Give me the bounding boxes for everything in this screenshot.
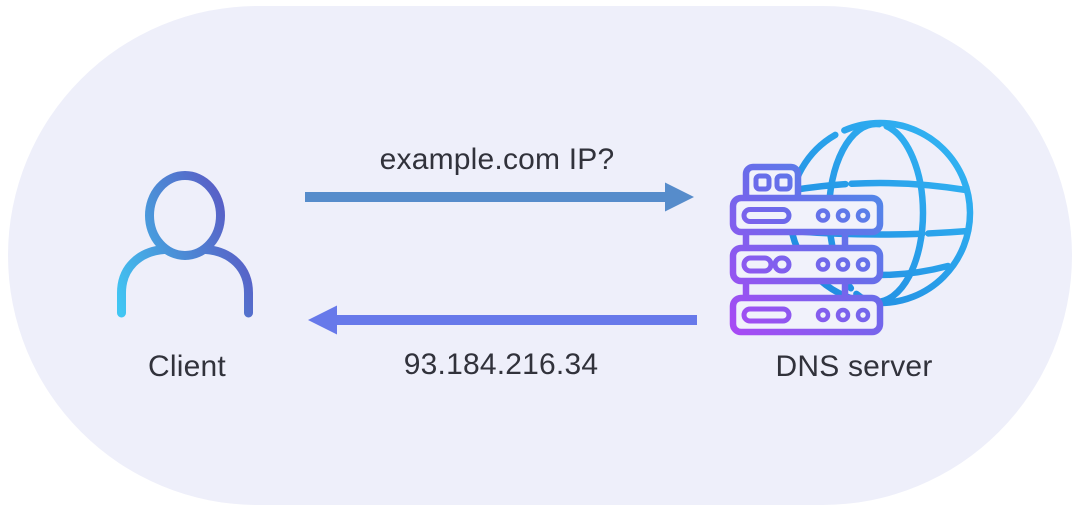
dns-server-icon xyxy=(729,163,884,336)
client-label: Client xyxy=(148,350,226,383)
dns-server-label: DNS server xyxy=(775,350,933,383)
client-icon xyxy=(117,171,253,318)
client-head xyxy=(145,171,225,260)
request-label: example.com IP? xyxy=(379,143,615,176)
request-arrow xyxy=(305,182,694,212)
server-unit xyxy=(729,244,884,285)
response-arrow xyxy=(308,305,697,335)
response-label: 93.184.216.34 xyxy=(403,348,599,381)
